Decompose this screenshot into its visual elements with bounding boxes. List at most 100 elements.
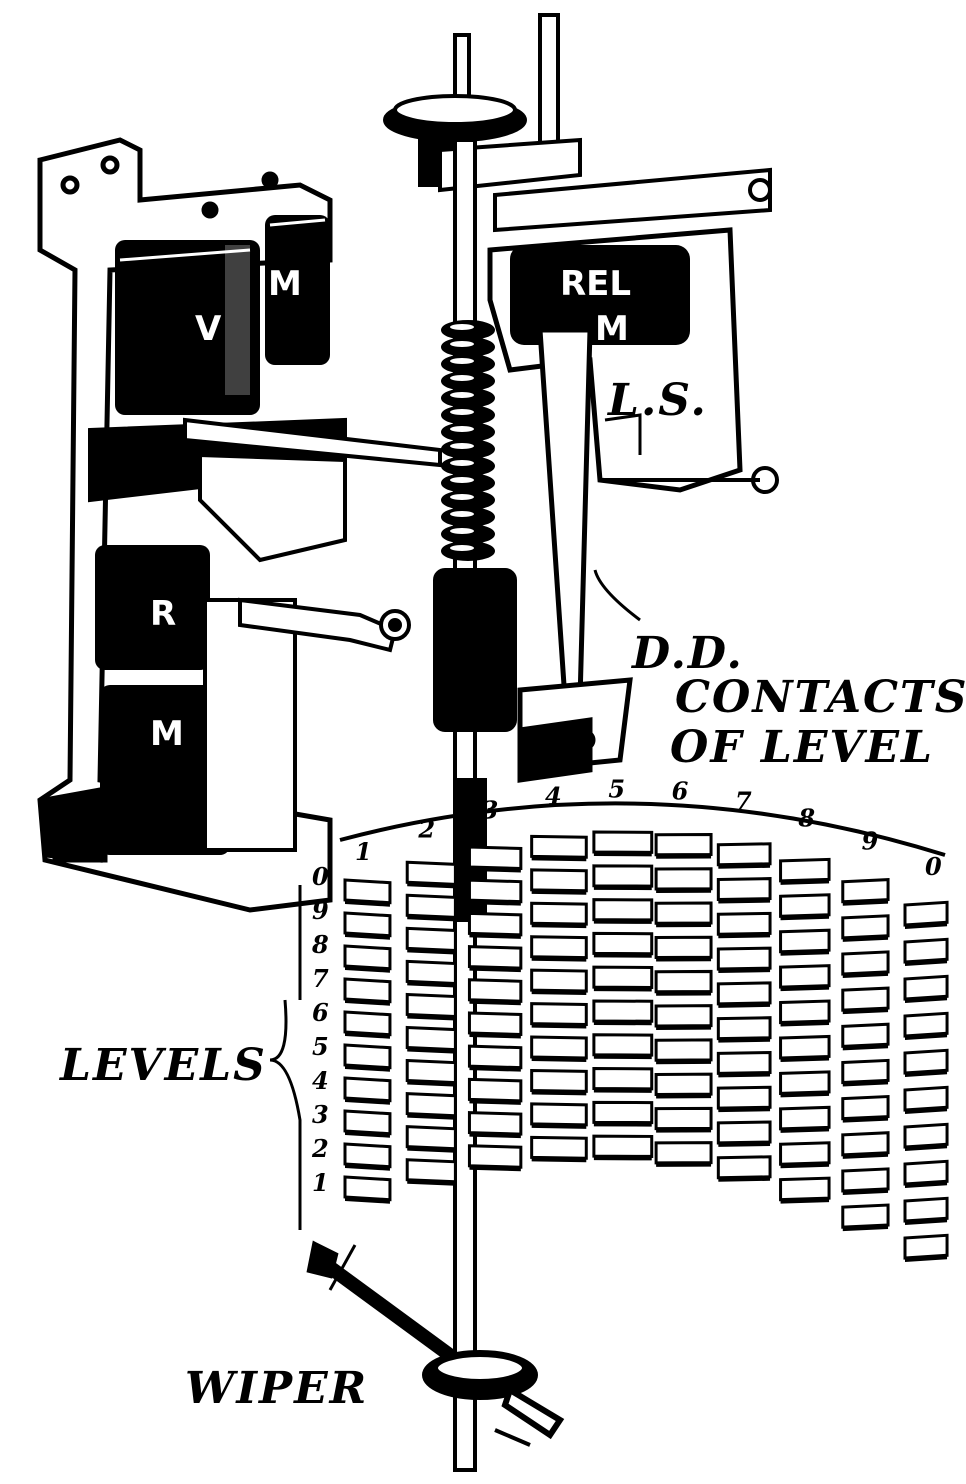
contact-pad (592, 898, 654, 922)
contact-pad (779, 964, 831, 989)
contact-pad (716, 1120, 772, 1145)
level-number: 3 (312, 1100, 329, 1129)
rotary-armature (238, 597, 411, 653)
level-number: 8 (311, 930, 329, 959)
contact-pad (405, 959, 457, 986)
contact-pad (467, 1077, 523, 1103)
contact-pad-edge (780, 1162, 830, 1169)
contact-pad (343, 911, 392, 938)
spiral-turn (441, 456, 495, 476)
contact-number: 5 (608, 775, 625, 804)
contact-pad (841, 878, 890, 904)
contact-pad (654, 1038, 713, 1062)
contact-pad (530, 834, 588, 859)
contact-pad-edge (345, 900, 390, 907)
contact-pad (654, 901, 713, 925)
contact-pad-edge (593, 987, 652, 992)
armature-shelf (88, 417, 442, 563)
level-number: 7 (312, 964, 329, 993)
contact-pad (903, 937, 949, 964)
contact-pad-edge (407, 981, 456, 988)
spiral-turn (441, 490, 495, 510)
contact-pad (903, 1048, 949, 1075)
central-shaft (433, 138, 517, 1472)
spiral-turn (441, 524, 495, 544)
bank-outline (339, 801, 946, 857)
contact-pad (592, 830, 654, 854)
contact-pad-edge (780, 950, 830, 956)
contact-pad (592, 1033, 654, 1057)
contact-number: 0 (925, 852, 942, 881)
contact-pad-edge (407, 915, 456, 922)
contact-pad (654, 1106, 713, 1131)
contact-pad-edge (407, 1047, 456, 1054)
contact-pad-edge (593, 953, 652, 958)
contact-pad (716, 1085, 772, 1110)
contact-pad-edge (531, 889, 587, 895)
contact-pad-edge (345, 966, 390, 973)
contact-pad-edge (905, 1255, 948, 1262)
contact-pad-edge (656, 1128, 712, 1133)
contact-pad (405, 926, 457, 953)
contact-pad-edge (531, 856, 587, 862)
wiper-arm (306, 1240, 565, 1447)
spiral-turn (441, 422, 495, 442)
top-assembly (383, 13, 582, 193)
contact-pad-edge (780, 1198, 830, 1204)
contact-pad-edge (469, 1099, 521, 1105)
spiral-highlight (450, 358, 474, 364)
spiral-highlight (450, 324, 474, 330)
double-dog (517, 327, 633, 783)
level-number: 1 (312, 1168, 329, 1197)
coil-label-rel: REL (560, 264, 631, 304)
contact-pad-edge (656, 854, 712, 859)
contact-pad (530, 1135, 588, 1160)
contact-pad-edge (656, 1025, 712, 1030)
contact-pad-edge (407, 1080, 456, 1087)
contact-pad (654, 1004, 713, 1028)
contact-pad (592, 864, 654, 888)
contact-pad-edge (656, 1094, 712, 1099)
contact-pad (716, 842, 772, 867)
rotary-magnet-coils: R M (95, 545, 297, 855)
contact-pad (467, 911, 523, 937)
contact-pad-edge (718, 1107, 771, 1113)
contact-pad-edge (531, 1157, 587, 1163)
level-number: 4 (312, 1066, 329, 1095)
contact-pad (903, 1085, 949, 1112)
level-number: 6 (312, 998, 329, 1027)
contact-pad-edge (531, 956, 587, 962)
contact-pad-edge (780, 1091, 830, 1098)
contact-pad-edge (842, 1116, 889, 1123)
contact-pad (405, 1158, 457, 1184)
contact-pad (467, 945, 523, 970)
spiral-turn (441, 371, 495, 391)
contact-pad-edge (905, 959, 948, 966)
contact-pad-edge (469, 1032, 521, 1039)
coil-label-r: R (150, 594, 176, 634)
contact-pad (592, 1100, 654, 1125)
contact-pad (903, 1011, 949, 1038)
contact-pad-edge (531, 1023, 587, 1029)
contact-pad-edge (905, 1181, 948, 1188)
contact-pad-edge (905, 996, 948, 1003)
contact-pad (343, 878, 392, 905)
contact-pad (343, 1142, 392, 1169)
contact-pad (903, 1196, 949, 1223)
contact-pad-edge (780, 1021, 830, 1027)
contact-pad (467, 1144, 523, 1169)
contact-pad-edge (842, 1008, 889, 1015)
contact-pad (405, 1092, 457, 1118)
contact-pad-edge (345, 933, 390, 940)
contact-pad-edge (469, 1165, 521, 1172)
spiral-turn (441, 541, 495, 561)
contact-pad-edge (780, 1127, 830, 1133)
coil-label-v: V (195, 309, 222, 349)
spiral-turn (441, 507, 495, 527)
spiral-highlight (450, 409, 474, 415)
contact-pad (903, 1159, 949, 1186)
spiral-highlight (450, 375, 474, 381)
spiral-highlight (450, 460, 474, 466)
label-levels: LEVELS (58, 1040, 267, 1091)
spiral-turn (441, 439, 495, 459)
